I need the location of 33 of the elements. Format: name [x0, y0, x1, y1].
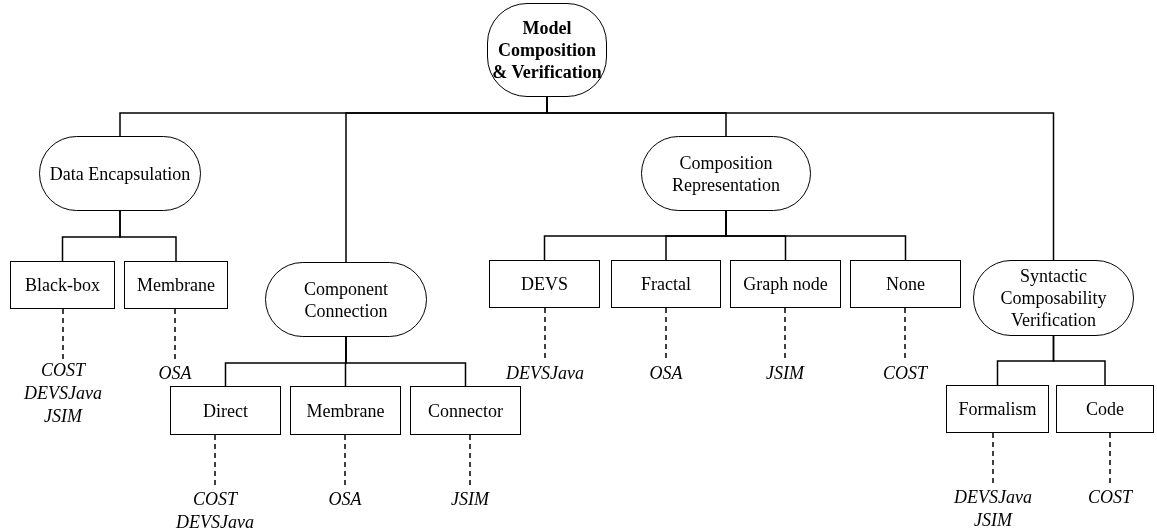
node-label: Connector [428, 399, 503, 422]
connector-line [119, 210, 177, 262]
node-label: Component Connection [303, 277, 389, 322]
connector-line [1052, 335, 1106, 386]
option-box [1056, 385, 1154, 433]
leader-line [62, 308, 64, 360]
option-box [290, 386, 401, 435]
node-label: None [886, 273, 925, 295]
node-label: Syntactic Composability Verification [999, 265, 1108, 331]
node-label: Graph node [743, 273, 828, 295]
node-label: Data Encapsulation [49, 162, 191, 185]
option-box [850, 260, 961, 308]
node-label: Code [1086, 398, 1124, 420]
node-label: DEVS [521, 273, 568, 295]
option-box [170, 386, 281, 435]
option-box [124, 261, 228, 309]
option-box [410, 386, 521, 435]
category-pill [487, 3, 607, 97]
option-box [730, 260, 841, 308]
node-label: Fractal [641, 273, 691, 295]
option-box [489, 260, 600, 308]
node-label: Direct [203, 399, 248, 422]
node-label: Black-box [25, 274, 100, 296]
option-box [946, 385, 1049, 433]
option-box [611, 260, 721, 308]
node-label: Model Composition & Verification [492, 17, 602, 83]
option-box [10, 261, 115, 309]
node-label: Formalism [958, 398, 1037, 420]
connector-line [725, 210, 907, 261]
connector-line [345, 336, 467, 387]
node-label: Membrane [306, 399, 385, 422]
node-label: Membrane [137, 274, 215, 296]
node-label: Composition Representation [671, 151, 781, 196]
